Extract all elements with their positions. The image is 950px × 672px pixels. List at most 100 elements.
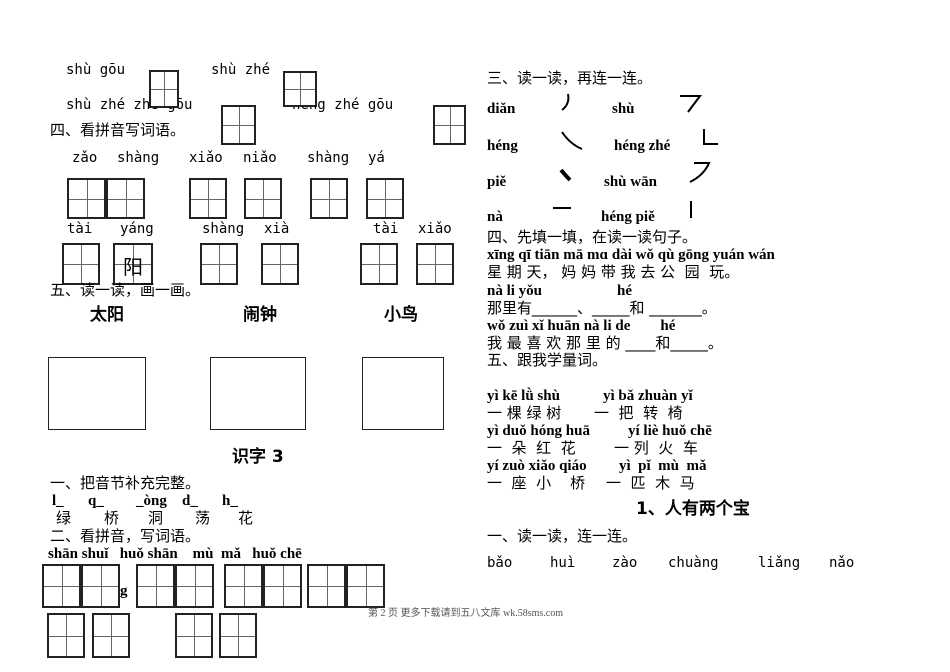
writing-grid[interactable] xyxy=(136,564,175,608)
character: 桥 xyxy=(104,509,120,527)
measure-chars: 一 朵 红 花 xyxy=(487,439,576,457)
syllable: d_ xyxy=(182,493,198,509)
measure-pinyin: yì pǐ mù mǎ xyxy=(619,458,707,474)
syllable: _òng xyxy=(136,493,167,509)
sentence: 星 期 天， 妈 妈 带 我 去 公 园 玩。 xyxy=(487,263,740,281)
question-title: 一、读一读，连一连。 xyxy=(487,527,638,545)
draw-word: 太阳 xyxy=(90,305,124,325)
pinyin: tài xyxy=(67,221,93,237)
writing-grid[interactable] xyxy=(47,613,85,658)
pinyin: shàng xyxy=(202,221,245,237)
stroke-name: shù xyxy=(612,101,635,117)
writing-grid[interactable] xyxy=(221,105,256,145)
measure-pinyin: yì kē lǜ shù xyxy=(487,388,560,404)
pinyin: shàng xyxy=(117,150,160,166)
measure-chars: 一 匹 木 马 xyxy=(606,474,695,492)
pinyin: zǎo xyxy=(72,150,98,166)
pinyin: bǎo xyxy=(487,555,513,571)
stray-letter: g xyxy=(120,583,128,599)
writing-grid[interactable] xyxy=(224,564,263,608)
writing-grid[interactable] xyxy=(175,613,213,658)
stroke-name: héng xyxy=(487,138,518,154)
writing-grid[interactable] xyxy=(67,178,106,219)
pinyin: nǎo xyxy=(829,555,855,571)
stroke-name: nà xyxy=(487,209,503,225)
pinyin: xià xyxy=(264,221,290,237)
measure-chars: 一 座 小 桥 xyxy=(487,474,586,492)
writing-grid[interactable] xyxy=(263,564,302,608)
writing-grid[interactable] xyxy=(149,70,179,108)
measure-pinyin: yì bǎ zhuàn yǐ xyxy=(603,388,693,404)
drawing-box[interactable] xyxy=(362,357,444,430)
character: 绿 xyxy=(56,509,72,527)
heng-zhe-stroke-icon xyxy=(680,95,702,113)
writing-grid[interactable] xyxy=(310,178,348,219)
writing-grid[interactable] xyxy=(189,178,227,219)
writing-grid[interactable] xyxy=(106,178,145,219)
writing-grid[interactable] xyxy=(200,243,238,285)
pinyin: niǎo xyxy=(243,150,277,166)
lesson-title: 1、人有两个宝 xyxy=(636,499,750,519)
measure-pinyin: yí zuò xiǎo qiáo xyxy=(487,458,587,474)
section-title: 四、看拼音写词语。 xyxy=(50,121,186,139)
character: 洞 xyxy=(148,509,164,527)
writing-grid[interactable] xyxy=(366,178,404,219)
stroke-pinyin: shù zhé xyxy=(211,62,271,78)
section-title: 五、跟我学量词。 xyxy=(487,351,608,369)
lesson-title: 识字 3 xyxy=(232,447,284,467)
writing-grid[interactable] xyxy=(433,105,466,145)
sentence-pinyin: wǒ zuì xǐ huān nà li de hé xyxy=(487,318,676,334)
writing-grid[interactable] xyxy=(81,564,120,608)
writing-grid[interactable] xyxy=(92,613,130,658)
sentence-pinyin: nà li yǒu hé xyxy=(487,283,633,299)
character: 荡 xyxy=(195,509,211,527)
pinyin: yáng xyxy=(120,221,154,237)
measure-pinyin: yí liè huǒ chē xyxy=(628,423,712,439)
stroke-name: shù wān xyxy=(604,174,657,190)
syllable: h_ xyxy=(222,493,238,509)
pinyin: tài xyxy=(373,221,399,237)
writing-grid[interactable] xyxy=(307,564,346,608)
draw-word: 闹钟 xyxy=(243,305,277,325)
na-stroke-icon xyxy=(561,131,583,150)
pinyin: chuàng xyxy=(668,555,719,571)
measure-chars: 一 把 转 椅 xyxy=(594,404,683,422)
page-footer: 第 2 页 更多下载请到五八文库 wk.58sms.com xyxy=(368,608,563,619)
pinyin-line: shān shuǐ huǒ shān mù mǎ huǒ chē xyxy=(48,546,302,562)
writing-grid[interactable] xyxy=(261,243,299,285)
syllable: l_ xyxy=(52,493,64,509)
dian-stroke-icon xyxy=(559,168,572,182)
writing-grid[interactable] xyxy=(219,613,257,658)
pinyin: xiǎo xyxy=(189,150,223,166)
writing-grid[interactable] xyxy=(175,564,214,608)
pinyin: shàng xyxy=(307,150,350,166)
section-title: 四、先填一填，在读一读句子。 xyxy=(487,228,698,246)
stroke-name: piě xyxy=(487,174,507,190)
measure-pinyin: yì duǒ hóng huā xyxy=(487,423,590,439)
question-title: 一、把音节补充完整。 xyxy=(50,474,201,492)
draw-word: 小鸟 xyxy=(384,305,418,325)
filled-character: 阳 xyxy=(123,255,143,279)
writing-grid[interactable] xyxy=(244,178,282,219)
syllable: q_ xyxy=(88,493,104,509)
drawing-box[interactable] xyxy=(48,357,146,430)
writing-grid[interactable] xyxy=(283,71,317,107)
section-title: 三、读一读，再连一连。 xyxy=(487,69,653,87)
fill-in-sentence[interactable]: 我 最 喜 欢 那 里 的 ____和_____。 xyxy=(487,334,723,352)
question-title: 二、看拼音，写词语。 xyxy=(50,527,201,545)
writing-grid[interactable] xyxy=(62,243,100,285)
writing-grid[interactable] xyxy=(360,243,398,285)
writing-grid-filled[interactable]: 阳 xyxy=(113,243,153,285)
writing-grid[interactable] xyxy=(346,564,385,608)
shu-wan-stroke-icon xyxy=(703,129,718,145)
writing-grid[interactable] xyxy=(42,564,81,608)
heng-pie-stroke-icon xyxy=(689,162,711,183)
measure-chars: 一 列 火 车 xyxy=(614,439,698,457)
pie-stroke-icon xyxy=(561,93,570,111)
drawing-box[interactable] xyxy=(210,357,306,430)
stroke-pinyin: shù zhé zhé gōu xyxy=(66,97,193,113)
character: 花 xyxy=(238,509,254,527)
writing-grid[interactable] xyxy=(416,243,454,285)
fill-in-sentence[interactable]: 那里有______、_____和 _______。 xyxy=(487,299,717,317)
